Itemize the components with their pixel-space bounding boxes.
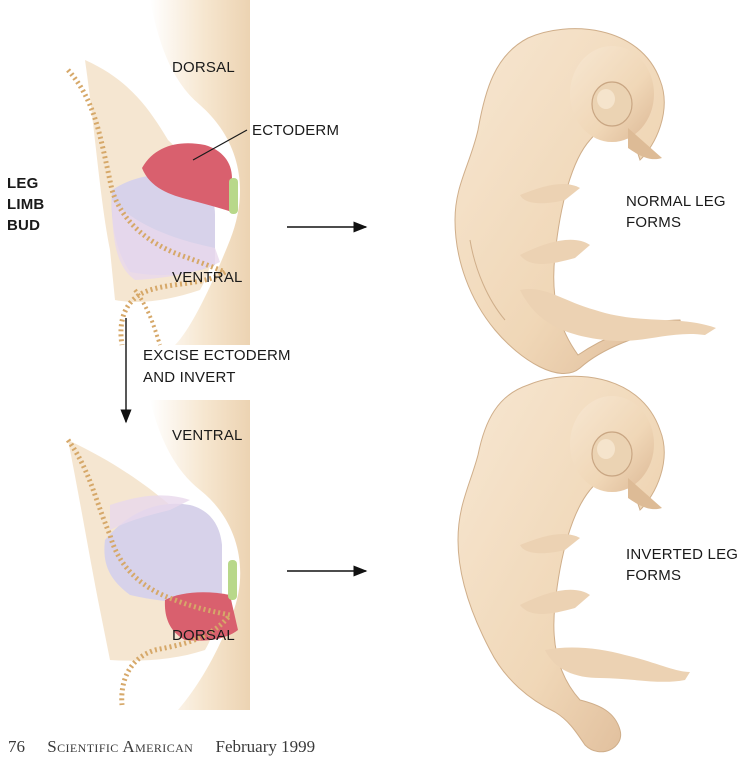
label-limb-bud-line-2: LIMB — [7, 194, 44, 215]
limb-bud-inverted — [68, 400, 250, 710]
ridge-top — [229, 178, 238, 214]
label-inverted-line-1: INVERTED LEG — [626, 544, 738, 565]
label-ventral-top: VENTRAL — [172, 268, 243, 287]
publication-name: Scientific American — [47, 737, 193, 756]
label-inverted-leg: INVERTED LEG FORMS — [626, 544, 738, 586]
label-ventral-bottom: VENTRAL — [172, 426, 243, 445]
ridge-bottom — [228, 560, 237, 600]
leg-inverted — [545, 648, 690, 682]
eye-shine-inverted — [597, 439, 615, 459]
issue-date: February 1999 — [215, 737, 315, 756]
label-excise-line-2: AND INVERT — [143, 367, 291, 389]
label-normal-leg: NORMAL LEG FORMS — [626, 191, 726, 233]
page-number: 76 — [8, 737, 25, 756]
label-limb-bud: LEG LIMB BUD — [7, 173, 44, 236]
label-normal-line-1: NORMAL LEG — [626, 191, 726, 212]
label-dorsal-top: DORSAL — [172, 58, 235, 77]
limb-bud-normal — [68, 0, 250, 345]
label-limb-bud-line-1: LEG — [7, 173, 44, 194]
label-limb-bud-line-3: BUD — [7, 215, 44, 236]
label-excise: EXCISE ECTODERM AND INVERT — [143, 345, 291, 389]
page-footer: 76 Scientific American February 1999 — [8, 737, 333, 763]
label-inverted-line-2: FORMS — [626, 565, 738, 586]
eye-shine-normal — [597, 89, 615, 109]
label-excise-line-1: EXCISE ECTODERM — [143, 345, 291, 367]
label-normal-line-2: FORMS — [626, 212, 726, 233]
label-ectoderm: ECTODERM — [252, 121, 339, 140]
label-dorsal-bottom: DORSAL — [172, 626, 235, 645]
